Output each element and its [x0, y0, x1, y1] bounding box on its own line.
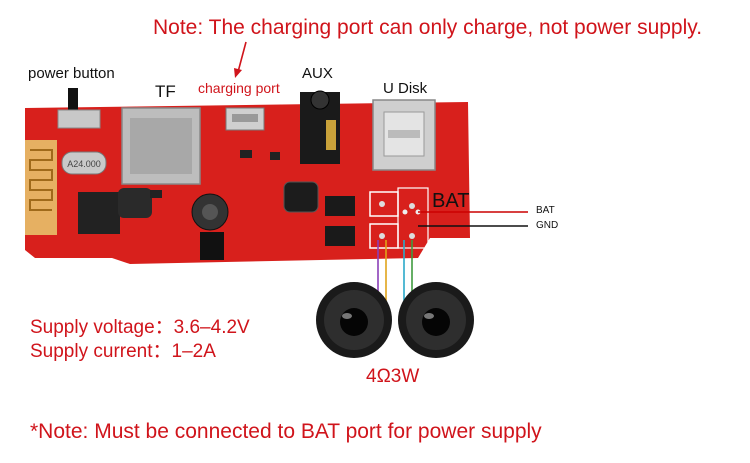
bottom-note: *Note: Must be connected to BAT port for…	[30, 420, 542, 443]
capacitor-icon	[118, 188, 152, 218]
bat-label: BAT	[432, 190, 470, 212]
crystal-label: A24.000	[67, 159, 101, 169]
u-disk-label: U Disk	[383, 80, 428, 97]
crystal-icon	[61, 151, 107, 175]
wire-gnd-label: GND	[536, 220, 559, 231]
tf-label: TF	[155, 82, 176, 101]
aux-label: AUX	[302, 65, 333, 82]
speaker-icon	[398, 282, 474, 358]
amp-chip-icon	[325, 196, 355, 216]
main-chip-icon	[78, 192, 120, 234]
charging-port-label: charging port	[198, 80, 280, 96]
speaker-rating: 4Ω3W	[366, 366, 420, 387]
supply-current-spec: Supply current：1–2A	[30, 341, 216, 362]
wire-bat-label: BAT	[536, 205, 555, 216]
supply-voltage-spec: Supply voltage：3.6–4.2V	[30, 317, 250, 338]
top-note: Note: The charging port can only charge,…	[153, 16, 703, 39]
amp-chip-icon	[325, 226, 355, 246]
electrolytic-capacitor-icon	[283, 181, 319, 213]
power-button-label: power button	[28, 65, 115, 82]
power-switch-icon	[68, 88, 78, 118]
speaker-icon	[316, 282, 392, 358]
